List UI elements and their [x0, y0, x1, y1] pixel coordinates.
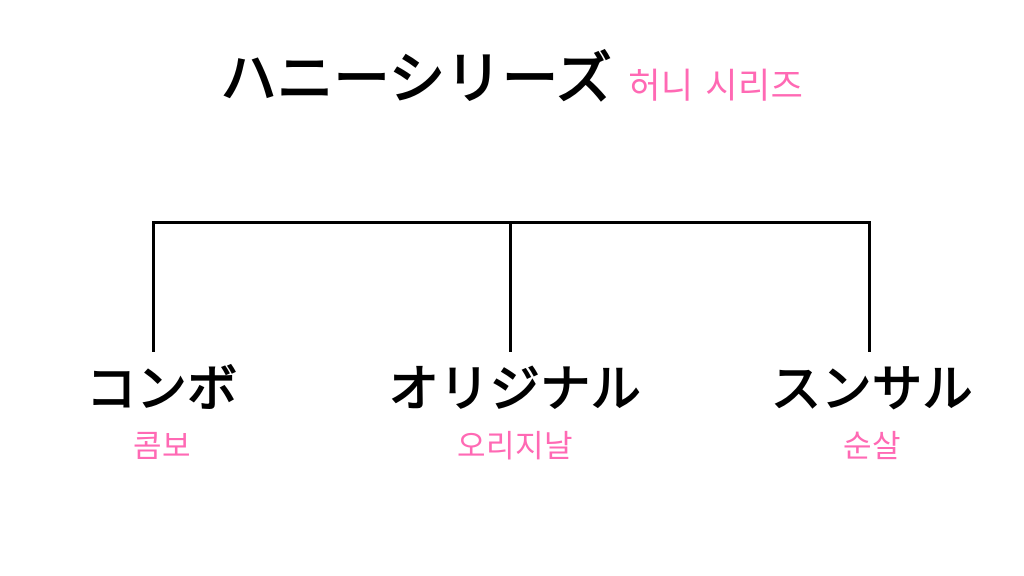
- child-label-korean: 순살: [842, 429, 902, 465]
- child-node-combo: コンボ 콤보: [86, 360, 238, 466]
- child-label-korean: 콤보: [132, 429, 192, 465]
- child-node-group: コンボ 콤보 オリジナル 오리지날 スンサル 순살: [0, 360, 1024, 500]
- root-label-japanese: ハニーシリーズ: [220, 47, 613, 112]
- child-node-original: オリジナル 오리지날: [389, 360, 642, 466]
- child-label-japanese: コンボ: [86, 360, 238, 418]
- child-label-japanese: スンサル: [771, 360, 973, 418]
- root-label-korean: 허니 시리즈: [628, 67, 804, 107]
- connector-drop-right: [868, 221, 871, 352]
- connector-horizontal-bar: [152, 221, 871, 224]
- child-label-japanese: オリジナル: [388, 360, 642, 418]
- child-label-korean: 오리지날: [456, 429, 574, 465]
- connector-drop-center: [509, 221, 512, 352]
- child-node-sunsal: スンサル 순살: [771, 360, 973, 466]
- connector-drop-left: [152, 221, 155, 352]
